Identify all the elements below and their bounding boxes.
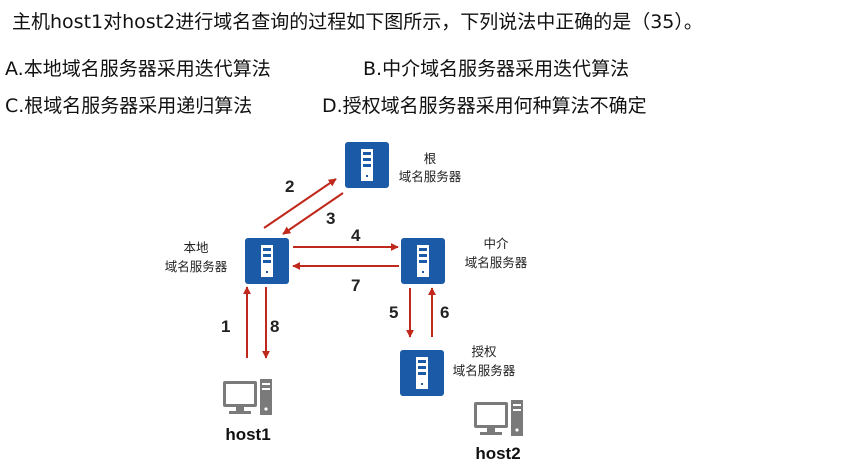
- host1-computer-icon: [223, 379, 272, 415]
- step-number-3: 3: [326, 209, 335, 228]
- option-d: D.授权域名服务器采用何种算法不确定: [322, 95, 647, 117]
- step-number-7: 7: [351, 276, 360, 295]
- step-number-1: 1: [221, 317, 230, 336]
- arrow-step-2: [263, 178, 337, 229]
- root-server-icon: [345, 142, 389, 188]
- local-server-label-line2: 域名服务器: [165, 259, 228, 274]
- step-number-8: 8: [270, 317, 279, 336]
- step-number-4: 4: [351, 226, 361, 245]
- host1-label: host1: [225, 425, 270, 444]
- root-server-label-line2: 域名服务器: [399, 169, 462, 184]
- option-b: B.中介域名服务器采用迭代算法: [363, 58, 630, 80]
- step-number-5: 5: [389, 303, 398, 322]
- step-number-2: 2: [285, 177, 294, 196]
- local-server-icon: [245, 238, 289, 284]
- question-stem: 主机host1对host2进行域名查询的过程如下图所示，下列说法中正确的是（35…: [12, 11, 703, 33]
- arrow-step-3: [282, 192, 344, 235]
- option-a: A.本地域名服务器采用迭代算法: [5, 58, 271, 80]
- authoritative-server-label-line1: 授权: [471, 344, 497, 359]
- intermediate-server-icon: [401, 238, 445, 284]
- host2-computer-icon: [474, 400, 523, 436]
- option-c: C.根域名服务器采用递归算法: [5, 95, 253, 117]
- authoritative-server-icon: [400, 350, 444, 396]
- intermediate-server-label-line2: 域名服务器: [465, 255, 528, 270]
- root-server-label-line1: 根: [424, 151, 437, 166]
- host2-label: host2: [475, 444, 520, 463]
- local-server-label-line1: 本地: [183, 240, 209, 255]
- step-number-6: 6: [440, 303, 449, 322]
- authoritative-server-label-line2: 域名服务器: [453, 363, 516, 378]
- intermediate-server-label-line1: 中介: [483, 236, 509, 251]
